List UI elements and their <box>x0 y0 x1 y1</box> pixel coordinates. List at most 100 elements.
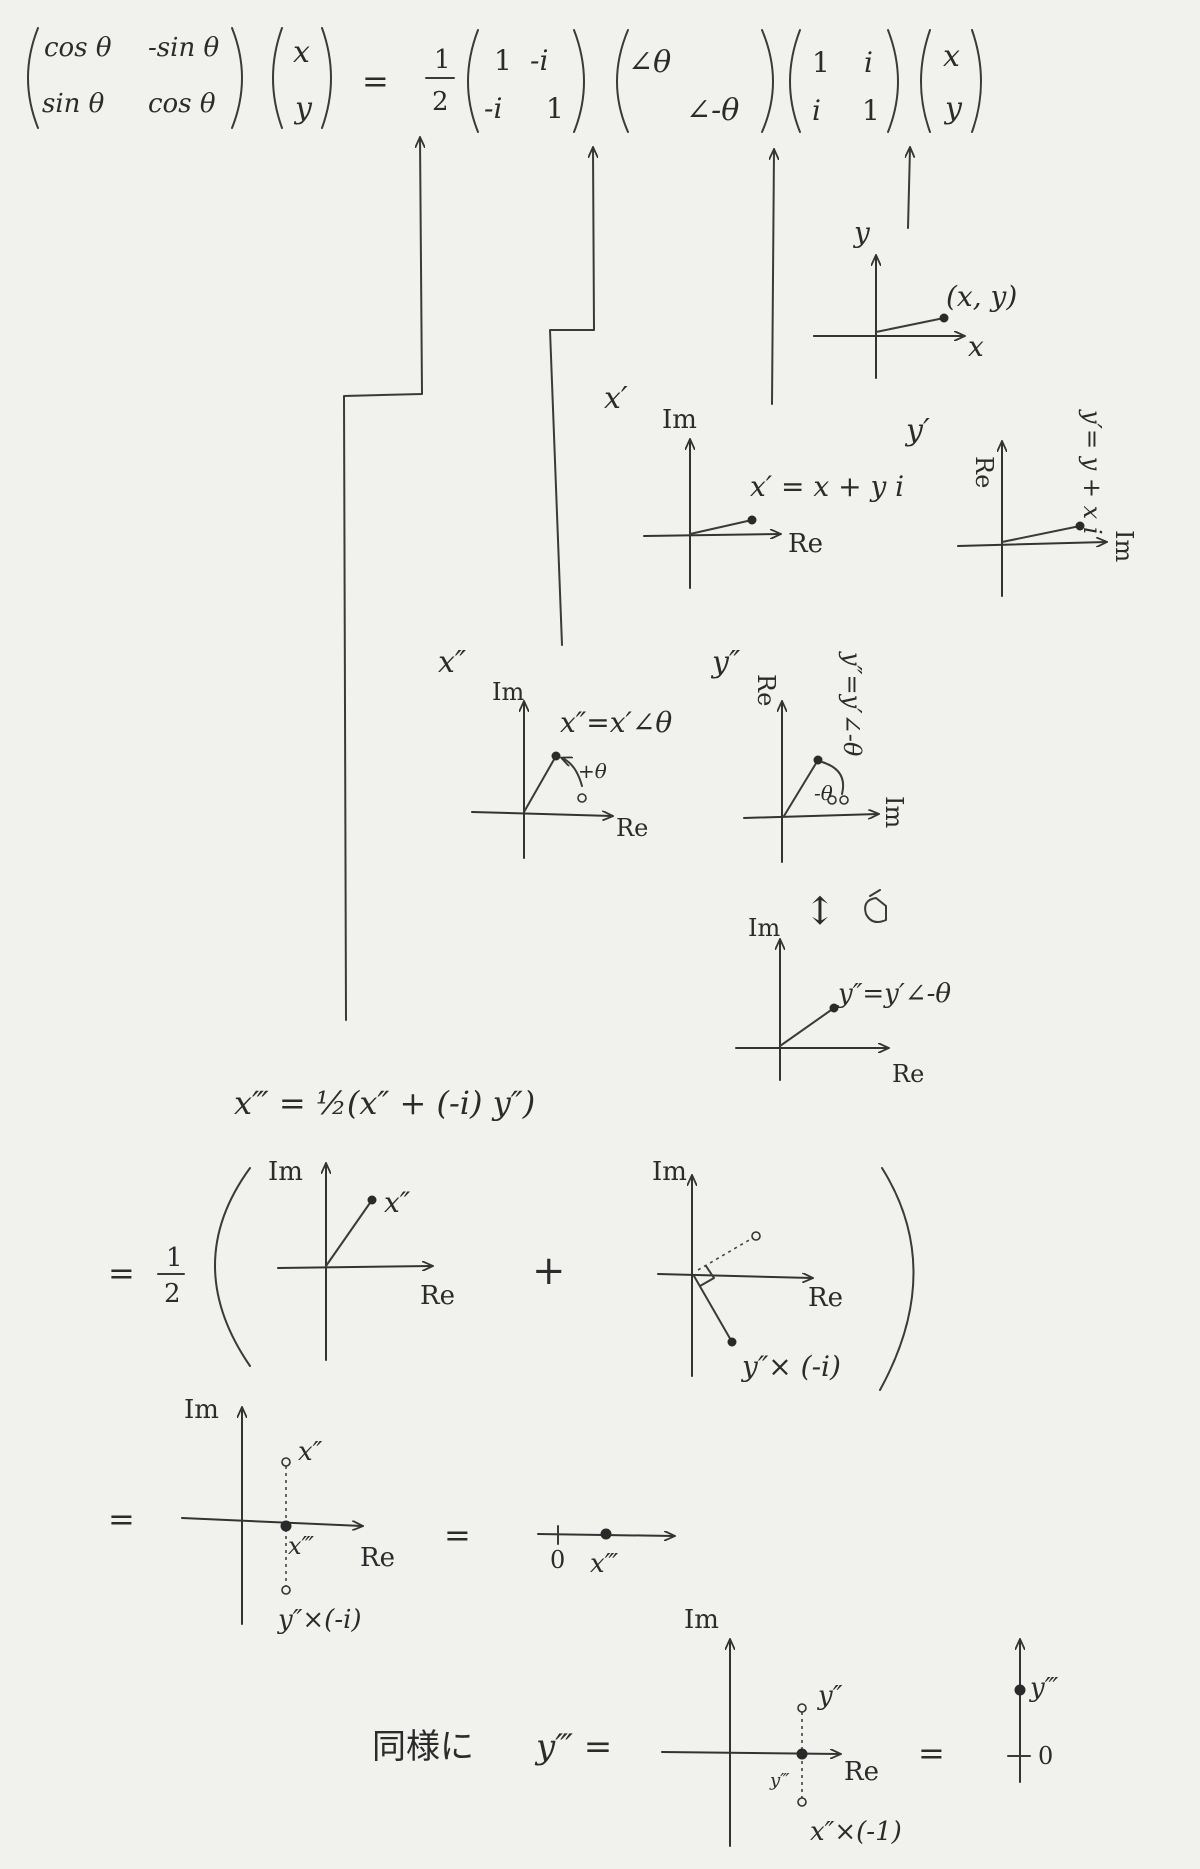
plot-title: x′ <box>604 381 628 416</box>
vector-line <box>783 759 819 817</box>
equals-sign: = <box>918 1734 945 1772</box>
arrow-to-matrix-a <box>549 148 594 646</box>
step6-similarly: 同様に y‴ = Im Re y″ y‴ x″×(-1) = y‴ 0 <box>372 1605 1059 1847</box>
plot-title: x″ <box>438 645 467 680</box>
re-axis <box>277 1266 432 1268</box>
x-axis-label: x <box>968 330 984 363</box>
point-marker <box>727 1337 737 1347</box>
bottom-point-label: x″×(-1) <box>810 1817 902 1847</box>
rotation-matrix-entry: cos θ <box>44 33 112 63</box>
re-axis-label: Re <box>892 1060 924 1088</box>
half-denominator: 2 <box>432 87 449 117</box>
half-numerator: 1 <box>166 1243 183 1273</box>
step4-sum: = 1 2 Im Re x″ + Im Re y″× (-i) <box>108 1157 915 1391</box>
im-axis-label: Im <box>748 914 780 942</box>
x-triple-prime-point <box>600 1528 612 1540</box>
point-label: y″× (-i) <box>740 1350 841 1383</box>
re-axis <box>181 1517 362 1526</box>
step1-xy-plot: y x (x, y) <box>813 216 1017 379</box>
diag-matrix-left-paren <box>616 29 629 133</box>
re-axis-label: Re <box>808 1283 843 1313</box>
matrix-b-left-paren <box>789 29 801 133</box>
im-axis <box>743 814 878 818</box>
step2-x-prime-plot: x′ Im Re x′ = x + y i <box>604 381 904 589</box>
y-axis-label: y <box>852 216 871 249</box>
half-numerator: 1 <box>434 45 451 75</box>
arrow-to-matrix-b <box>908 148 910 229</box>
rotated-vector-line <box>693 1275 733 1343</box>
flip-indicator: ↕ <box>804 889 887 933</box>
equals-sign: = <box>108 1254 135 1292</box>
vector-entry: x <box>943 39 960 74</box>
mid-point-label: y‴ <box>769 1770 790 1791</box>
vector-line <box>875 317 945 333</box>
sum-left-paren <box>214 1167 251 1367</box>
y-triple-prime-point <box>796 1748 808 1760</box>
similarly-text: 同様に <box>372 1727 474 1767</box>
right-angle-mark <box>699 1265 715 1287</box>
original-vector-dashed <box>697 1235 757 1271</box>
rotation-matrix-entry: -sin θ <box>148 33 219 63</box>
vector-line <box>325 1199 373 1267</box>
matrix-a-left-paren <box>467 29 479 133</box>
matrix-a-entry: -i <box>484 92 502 125</box>
im-axis-label: Im <box>492 678 524 706</box>
diag-matrix-right-paren <box>761 29 774 133</box>
sum-right-paren <box>879 1167 915 1391</box>
im-axis-label: Im <box>268 1157 303 1187</box>
im-axis-label: Im <box>1110 530 1138 562</box>
vector-entry: x <box>293 35 310 70</box>
rotation-matrix-right-paren <box>231 27 243 129</box>
point-label: y′= y + x i <box>1078 409 1106 535</box>
rotation-matrix-left-paren <box>27 27 39 129</box>
equals-sign: = <box>444 1516 471 1554</box>
plot-title: y″ <box>710 645 741 680</box>
re-axis-label: Re <box>420 1281 455 1311</box>
point-label: x‴ <box>590 1549 619 1579</box>
vector-line <box>689 519 753 535</box>
point-marker <box>747 515 757 525</box>
matrix-b-right-paren <box>887 29 899 133</box>
point-label: x″ <box>384 1186 411 1219</box>
rotation-matrix-entry: cos θ <box>148 89 216 119</box>
x-double-prime-times-minus-one-point <box>797 1797 807 1807</box>
vector-line <box>1001 525 1081 543</box>
rotation-matrix-entry: sin θ <box>42 89 105 119</box>
equals-sign: = <box>108 1500 135 1538</box>
im-axis-label: Im <box>684 1605 719 1635</box>
top-point-label: y″ <box>817 1681 843 1711</box>
im-axis-label: Im <box>652 1157 687 1187</box>
original-point-marker <box>839 795 849 805</box>
x-triple-prime-formula: x‴ = ½(x″ + (-i) y″) <box>234 1084 535 1122</box>
y-triple-prime-eq: y‴ = <box>534 1727 612 1767</box>
point-marker <box>1075 521 1085 531</box>
mid-point-label: x‴ <box>288 1532 315 1560</box>
re-axis <box>661 1752 840 1754</box>
matrix-a-entry: 1 <box>546 92 564 125</box>
vector-right-left-paren <box>920 29 931 133</box>
original-point-marker <box>577 793 587 803</box>
point-label: (x, y) <box>946 280 1017 313</box>
arrow-to-half <box>343 138 422 1021</box>
plot-title: y′ <box>904 413 930 448</box>
top-point-label: x″ <box>298 1437 323 1467</box>
im-axis-label: Im <box>662 405 697 435</box>
line-point-label: y‴ <box>1029 1673 1059 1703</box>
re-axis <box>471 812 612 816</box>
point-marker <box>939 313 949 323</box>
re-axis-label: Re <box>970 456 998 488</box>
im-axis-label: Im <box>880 796 908 828</box>
equals-sign: = <box>362 62 389 100</box>
x-triple-prime-point <box>280 1520 292 1532</box>
rotation-arc <box>821 761 844 795</box>
matrix-b-entry: 1 <box>862 94 880 127</box>
step4-formula: x‴ = ½(x″ + (-i) y″) <box>234 1084 535 1122</box>
step3-y-double-prime-plot: y″ Re Im y″=y′∠-θ -θ <box>710 645 908 863</box>
matrix-a-right-paren <box>573 29 585 133</box>
angle-label: +θ <box>578 759 607 783</box>
step2-y-prime-plot: y′ Re Im y′= y + x i <box>904 409 1138 597</box>
re-axis-label: Re <box>788 529 823 559</box>
matrix-b-entry: i <box>812 94 821 127</box>
bottom-point-label: y″×(-i) <box>277 1605 362 1635</box>
point-label: y″=y′∠-θ <box>837 979 951 1009</box>
